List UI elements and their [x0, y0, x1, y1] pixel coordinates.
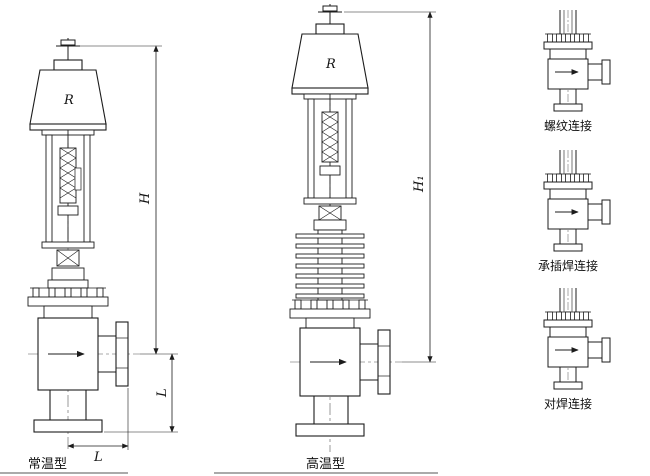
- dim-L-horizontal-label: L: [93, 450, 103, 465]
- valve-body-middle: [295, 327, 391, 437]
- variant-butt-weld-label: 对焊连接: [544, 396, 592, 411]
- type-label-high-temp: 高温型: [306, 456, 345, 472]
- actuator-stem-left: [56, 38, 80, 62]
- dimension-L-vertical: L: [104, 353, 178, 433]
- actuator-middle: R: [291, 23, 369, 95]
- bonnet-flange-left: [27, 287, 109, 319]
- dimension-L-horizontal: L: [67, 388, 129, 465]
- valve-normal-temp: R: [0, 38, 178, 474]
- actuator-label-left: R: [63, 93, 74, 108]
- yoke-left: [41, 129, 95, 249]
- stem-coupling-middle: [313, 205, 347, 231]
- bonnet-flange-middle: [289, 299, 371, 329]
- variant-butt-weld: 对焊连接: [544, 288, 610, 411]
- yoke-middle: [303, 93, 357, 206]
- dim-H1-label: H₁: [412, 175, 427, 193]
- variant-socket-weld-label: 承插焊连接: [538, 258, 598, 273]
- variant-socket-weld: 承插焊连接: [538, 150, 610, 273]
- valve-body-left: [33, 317, 129, 433]
- variant-threaded: 螺纹连接: [544, 10, 610, 133]
- stem-coupling-left: [47, 249, 89, 289]
- valve-high-temp: R: [214, 4, 438, 474]
- dimension-H1: H₁: [344, 11, 436, 363]
- finned-bonnet-middle: [295, 229, 365, 301]
- dim-H-label: H: [138, 192, 153, 205]
- connection-variants: 螺纹连接 承插焊连接 对焊连接: [538, 10, 610, 411]
- type-label-normal-temp: 常温型: [28, 457, 67, 472]
- dim-L-vertical-label: L: [155, 388, 170, 398]
- actuator-label-middle: R: [325, 57, 336, 72]
- variant-threaded-label: 螺纹连接: [544, 118, 592, 133]
- actuator-left: R: [29, 59, 107, 131]
- actuator-stem-middle: [318, 4, 342, 26]
